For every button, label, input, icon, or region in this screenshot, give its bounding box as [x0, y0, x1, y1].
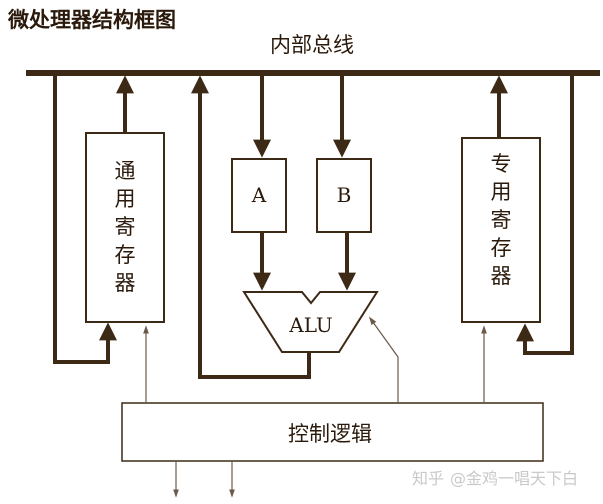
svg-text:寄: 寄	[115, 215, 136, 239]
alu-block	[242, 291, 379, 353]
watermark-site: 知乎	[412, 469, 444, 488]
watermark: 知乎 @金鸡一唱天下白	[412, 469, 578, 488]
svg-text:用: 用	[115, 187, 136, 211]
control-logic-label: 控制逻辑	[288, 422, 372, 446]
svg-text:存: 存	[491, 236, 512, 260]
special-feedback-loop	[516, 76, 574, 355]
svg-text:用: 用	[491, 180, 512, 204]
watermark-author: @金鸡一唱天下白	[450, 469, 578, 488]
alu-to-bus-arrow	[191, 75, 311, 379]
register-b-block	[316, 158, 372, 233]
register-a-label: A	[251, 183, 267, 207]
svg-text:专: 专	[491, 152, 512, 176]
svg-text:通: 通	[115, 159, 136, 183]
control-to-alu-line	[369, 316, 399, 403]
control-logic-block	[121, 402, 544, 462]
general-registers-label: 通 用 寄 存 器	[115, 159, 136, 295]
general-feedback-loop	[53, 76, 117, 364]
register-b-label: B	[337, 183, 352, 207]
alu-label: ALU	[288, 313, 333, 337]
svg-text:器: 器	[115, 271, 136, 295]
bus-label: 内部总线	[270, 33, 354, 57]
svg-text:存: 存	[115, 243, 136, 267]
general-registers-block	[85, 132, 165, 323]
diagram-title: 微处理器结构框图	[7, 7, 176, 32]
register-a-block	[231, 158, 287, 233]
svg-text:寄: 寄	[491, 208, 512, 232]
special-registers-block	[461, 137, 541, 323]
svg-text:器: 器	[491, 264, 512, 288]
special-registers-label: 专 用 寄 存 器	[491, 152, 512, 288]
